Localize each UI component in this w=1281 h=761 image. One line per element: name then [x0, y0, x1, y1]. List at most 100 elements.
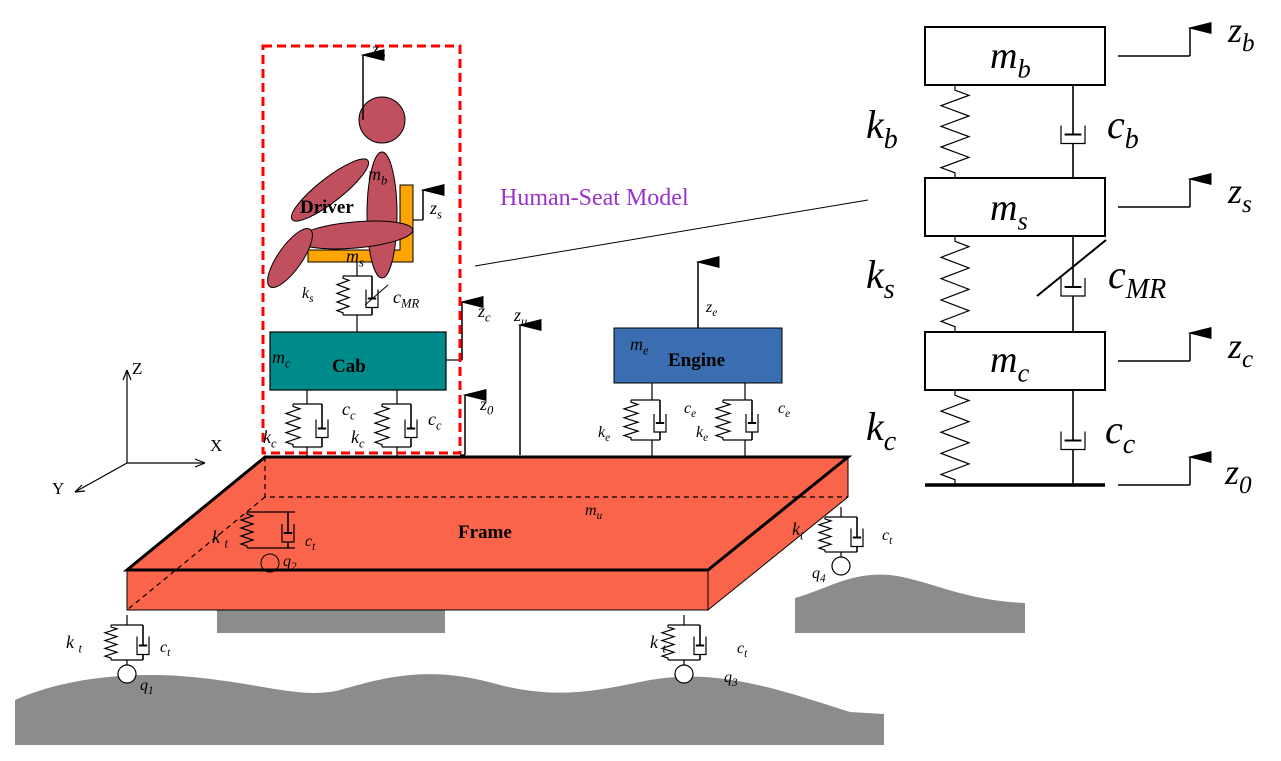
label-subscript: b — [1125, 124, 1139, 155]
label-base: q — [812, 565, 820, 582]
label-subscript: 2 — [291, 561, 297, 573]
label-mb-l: mb — [368, 164, 387, 188]
label-zs-l: zs — [429, 198, 442, 222]
road-front — [15, 674, 884, 745]
label-subscript: c — [271, 437, 277, 451]
label-base: c — [1107, 102, 1125, 147]
label-subscript: MR — [1125, 274, 1166, 305]
mr-adjustable-arrow — [364, 284, 389, 306]
label-base: k — [792, 519, 801, 539]
engine-label: Engine — [668, 350, 725, 371]
label-zs-r: zs — [1227, 171, 1252, 218]
label-subscript: t — [800, 529, 804, 543]
label-ze-l: ze — [705, 299, 717, 319]
damper-icon — [136, 625, 150, 660]
tire-icon — [260, 553, 280, 573]
label-z0-r: z0 — [1224, 452, 1252, 499]
ms-mass-block — [924, 177, 1106, 237]
label-cmr-r: cMR — [1108, 252, 1166, 305]
label-cc1-l: cc — [342, 399, 356, 423]
label-subscript: t — [744, 648, 748, 660]
label-subscript: c — [285, 357, 291, 371]
label-subscript: t — [312, 541, 316, 553]
label-base: m — [272, 347, 285, 367]
label-subscript: 4 — [820, 573, 826, 585]
label-base: c — [342, 399, 350, 419]
label-base: k — [263, 427, 272, 447]
label-base: z — [1224, 452, 1239, 492]
tire-icon — [831, 556, 851, 576]
label-base: z — [477, 301, 485, 321]
label-subscript: b — [381, 174, 387, 188]
label-base: q — [140, 677, 148, 694]
label-mb-r: mb — [990, 35, 1031, 84]
label-ms-l: ms — [346, 246, 364, 270]
label-ks-l: ks — [302, 285, 314, 305]
ks-spring-icon — [939, 236, 971, 332]
driver-leg — [267, 228, 313, 288]
label-base: k — [866, 404, 885, 449]
label-subscript: e — [691, 408, 696, 420]
damper-icon — [653, 400, 667, 440]
label-q1-l: q1 — [140, 677, 154, 697]
label-subscript: s — [884, 274, 895, 305]
mc-mass-block — [924, 331, 1106, 391]
label-kb-r: kb — [866, 102, 898, 155]
label-kt2-l: k t — [212, 527, 229, 551]
kb-spring-icon — [939, 85, 971, 178]
arrowhead — [194, 462, 206, 468]
label-base: k — [212, 527, 225, 547]
label-subscript: c — [350, 409, 356, 423]
label-base: k — [351, 427, 360, 447]
label-kt4-l: kt — [792, 519, 804, 543]
label-ms-r: ms — [990, 187, 1028, 236]
label-base: k — [302, 285, 310, 302]
label-subscript: e — [643, 344, 649, 358]
spring-icon — [817, 517, 833, 552]
road-back-right — [795, 574, 1025, 633]
label-subscript: t — [79, 642, 83, 656]
cb-damper-icon — [1060, 85, 1086, 178]
label-subscript: c — [1123, 429, 1136, 460]
label-base: z — [1227, 10, 1242, 50]
spring-icon — [660, 625, 676, 660]
arrowhead — [122, 369, 128, 381]
driver-arm — [290, 158, 370, 222]
label-zc-l: zc — [477, 301, 491, 325]
label-subscript: t — [663, 642, 667, 656]
label-z0-l: z0 — [479, 394, 494, 418]
label-cc-r: cc — [1105, 407, 1136, 460]
driver-label: Driver — [300, 197, 354, 218]
label-base: m — [990, 187, 1017, 229]
label-subscript: u — [521, 315, 527, 329]
label-base: k — [598, 424, 606, 441]
frame-hidden-edges — [126, 457, 848, 611]
label-base: z — [479, 394, 487, 414]
label-base: q — [724, 669, 732, 686]
cc-damper-icon — [1060, 390, 1086, 485]
label-q3-l: q3 — [724, 669, 738, 689]
frame-top-face — [122, 455, 853, 572]
label-ct2-l: ct — [305, 533, 316, 553]
label-subscript: c — [359, 437, 365, 451]
label-ct1-l: ct — [160, 639, 171, 659]
y-axis — [74, 462, 128, 493]
label-ke2-l: ke — [696, 424, 708, 444]
label-mu-l: mu — [585, 502, 603, 522]
label-base: m — [585, 502, 597, 519]
label-cmr-l: cMR — [393, 287, 419, 311]
label-subscript: s — [359, 256, 364, 270]
frame-label: Frame — [458, 522, 512, 543]
label-base: q — [283, 553, 291, 570]
label-base: m — [368, 164, 381, 184]
label-base: c — [393, 287, 401, 307]
label-subscript: t — [889, 535, 893, 547]
label-zb-r: zb — [1227, 10, 1255, 57]
label-subscript: 3 — [731, 677, 738, 689]
cab-label: Cab — [332, 356, 366, 377]
label-kt1-l: k t — [66, 632, 83, 656]
label-base: c — [1108, 252, 1126, 297]
kc-spring-icon — [939, 390, 971, 485]
